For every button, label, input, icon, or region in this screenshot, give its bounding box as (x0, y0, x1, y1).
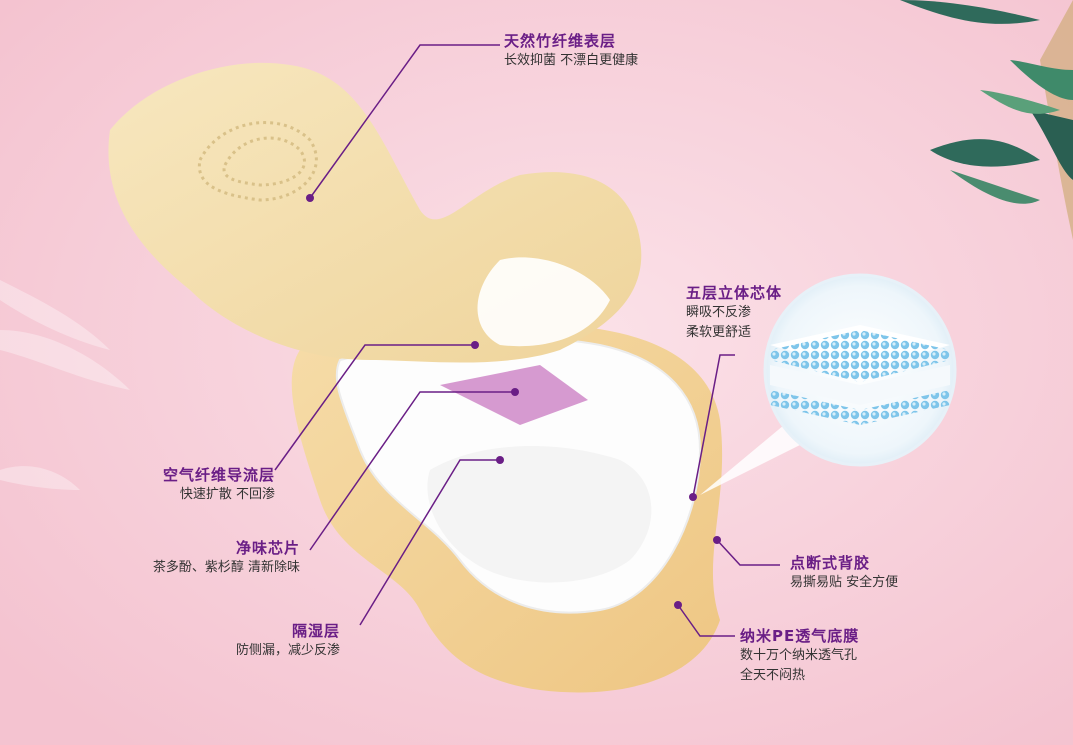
label-title: 空气纤维导流层 (162, 466, 275, 484)
label-deodorizing-chip: 净味芯片 茶多酚、紫杉醇 清新除味 (100, 537, 300, 578)
label-subtitle: 茶多酚、紫杉醇 清新除味 (152, 560, 300, 575)
label-subtitle: 全天不闷热 (740, 668, 806, 683)
label-backing-glue: 点断式背胶 易撕易贴 安全方便 (790, 552, 898, 593)
label-subtitle: 数十万个纳米透气孔 (740, 648, 858, 663)
label-bamboo-top-layer: 天然竹纤维表层 长效抑菌 不漂白更健康 (504, 30, 638, 71)
label-title: 隔湿层 (291, 622, 340, 640)
label-barrier-layer: 隔湿层 防侧漏，减少反渗 (180, 620, 340, 661)
label-subtitle: 瞬吸不反渗 (686, 305, 752, 320)
label-pe-film: 纳米PE透气底膜 数十万个纳米透气孔 全天不闷热 (740, 625, 859, 686)
label-title: 纳米PE透气底膜 (740, 627, 860, 645)
label-subtitle: 长效抑菌 不漂白更健康 (504, 53, 639, 68)
bamboo-leaves-top-right-icon (900, 0, 1073, 240)
label-five-layer-core: 五层立体芯体 瞬吸不反渗 柔软更舒适 (686, 282, 782, 343)
bamboo-leaves-left-icon (0, 280, 130, 490)
label-title: 五层立体芯体 (686, 284, 783, 302)
label-title: 净味芯片 (235, 539, 300, 557)
core-layers-zoom-bubble (700, 273, 957, 495)
label-title: 天然竹纤维表层 (504, 32, 617, 50)
label-subtitle: 易撕易贴 安全方便 (790, 575, 899, 590)
label-subtitle: 防侧漏，减少反渗 (235, 643, 340, 658)
label-title: 点断式背胶 (790, 554, 871, 572)
label-subtitle: 柔软更舒适 (686, 325, 752, 340)
label-air-fiber-layer: 空气纤维导流层 快速扩散 不回渗 (110, 464, 275, 505)
label-subtitle: 快速扩散 不回渗 (179, 487, 275, 502)
